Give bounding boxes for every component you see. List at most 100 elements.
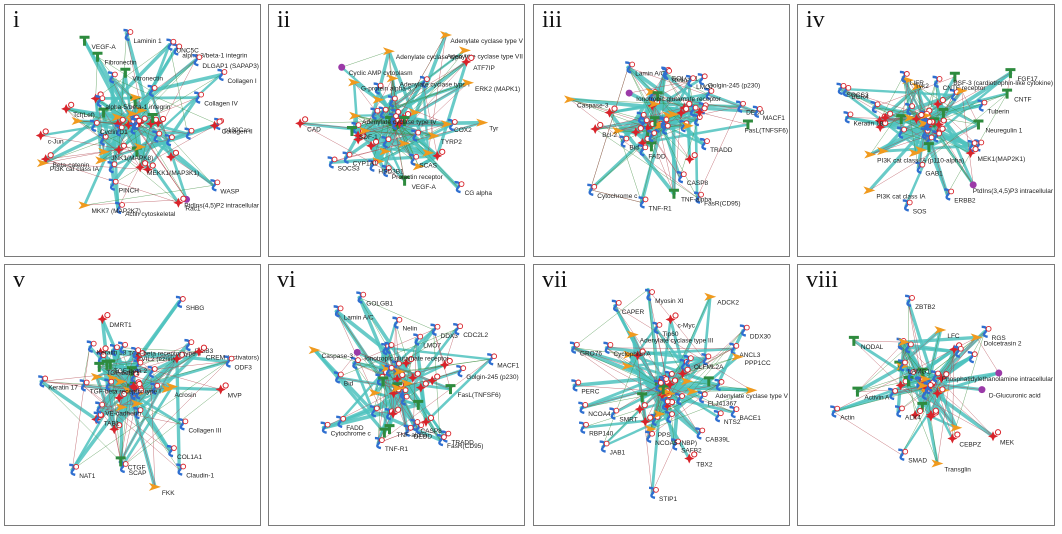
node-label: RBP140 [589,431,614,438]
node-label: Collagen IV [204,101,238,108]
network-node [379,147,392,156]
network-node: FasL(TNFSF6) [742,119,788,135]
node-label: DMRT1 [109,322,132,329]
network-node: Adenylate cyclase type I [386,74,470,88]
node-label: Phosphatidylethanolamine intracellular [942,376,1054,383]
network-node: Collagen III [178,418,222,434]
node-label: STIP1 [659,496,677,503]
network-node [432,148,446,161]
node-label: CASP8 [687,180,709,187]
network-node [665,410,675,424]
network-node: Cyclophilin A [603,341,651,358]
network-node [447,118,458,132]
node-label: VEGF-A [412,184,437,191]
network-node [114,390,128,403]
node-label: Dolcetrasin 2 [984,340,1022,347]
network-node: NAT1 [69,463,96,480]
network-node: TGF-beta 1 [94,361,140,377]
panel-title: ii [277,7,291,33]
node-label: SDF-1 [359,134,378,141]
node-label: ZBTB2 [915,304,936,311]
node-label: Nelin [672,77,687,84]
network-node [147,113,158,124]
network-node: CAB39L [695,427,730,443]
node-label: SMRT [619,417,637,424]
network-node [665,377,679,390]
network-node: Transglin [931,459,971,474]
node-label: Adenylate cyclase type VII [447,53,523,60]
network-node: BACE1 [729,405,761,422]
network-node [714,378,725,392]
node-label: MEK [1000,439,1015,446]
node-label: MACF1 [763,115,785,122]
network-node: DLGAP1 (SAPAP3) [192,53,259,70]
node-label: Bid [344,380,354,387]
node-label: RGS [992,335,1007,342]
network-node: CYP1A1 [342,151,378,168]
network-node [366,138,380,151]
node-label: COL1A1 [177,454,202,461]
network-node [632,348,646,361]
network-node [132,117,143,130]
node-label: Myosin XI [655,298,684,305]
node-label: ANCL3 [739,352,760,359]
network-node: MEK [988,429,1015,446]
node-label: PtdIns(3,4,5)P3 intracellular [973,188,1054,195]
network-node [637,392,648,403]
node-label: DLGAP1 (SAPAP3) [202,63,259,70]
network-node: Neuregulin 1 [973,119,1023,134]
network-node [129,93,142,102]
node-label: SOS [913,208,927,215]
network-node [71,116,84,125]
node-label: Bcl-2 [602,132,617,139]
network-node [129,380,143,393]
network-node: Collagen II [209,118,253,136]
node-label: Neuregulin 1 [985,127,1022,134]
network-node: Lamin A/C [625,61,666,77]
panel-title: v [13,267,25,293]
node-label: Keratin 18 [97,350,127,357]
node-label: Tyr [489,126,499,133]
network-node: Adenylate cyclase type VII [447,46,523,60]
node-label: Cytochrome c [331,431,372,438]
network-node: WASP [210,179,239,195]
network-node [126,109,139,118]
network-node [399,393,410,406]
network-node [401,379,414,388]
node-label: Adenylate cyclase type IV [362,119,437,126]
network-node [645,87,658,96]
network-node: c-Myc [665,312,696,330]
node-label: PERC [581,388,599,395]
node-label: Lamin A/C [344,314,374,321]
network-node: Tuberin [977,99,1010,116]
network-node: CG alpha [454,180,492,197]
network-node: ALK4 [894,405,921,421]
network-node [379,427,390,438]
network-node: G-protein alpha-s [348,78,412,92]
network-node: VEGF-A [399,175,437,191]
node-label: VE-cadherin [105,411,141,418]
panel-title: iii [542,7,563,33]
network-node: SCAS [409,153,438,170]
node-label: TYRP2 [441,139,462,146]
node-label: GOLGB1 [366,301,393,308]
network-node [133,406,144,420]
node-label: Vitronectin [132,76,163,83]
network-node [923,142,934,153]
node-label: Tip60 [662,331,678,338]
network-node: Beta-catenin [40,152,90,169]
network-node: NTS2 [713,410,741,426]
network-node [640,414,654,427]
network-node [675,392,685,406]
node-label: CNTF [1014,97,1031,104]
network-node [114,124,125,137]
network-node [932,386,946,399]
network-node [634,402,648,415]
network-node: ERBB2 [944,188,976,204]
network-node: TBX2 [684,451,713,468]
network-node: OLFML2A [683,354,724,371]
node-label: TNF-R1 [385,446,408,453]
network-node: Bid [333,371,354,387]
network-node: Ionotropic glutamate receptor [625,89,722,103]
